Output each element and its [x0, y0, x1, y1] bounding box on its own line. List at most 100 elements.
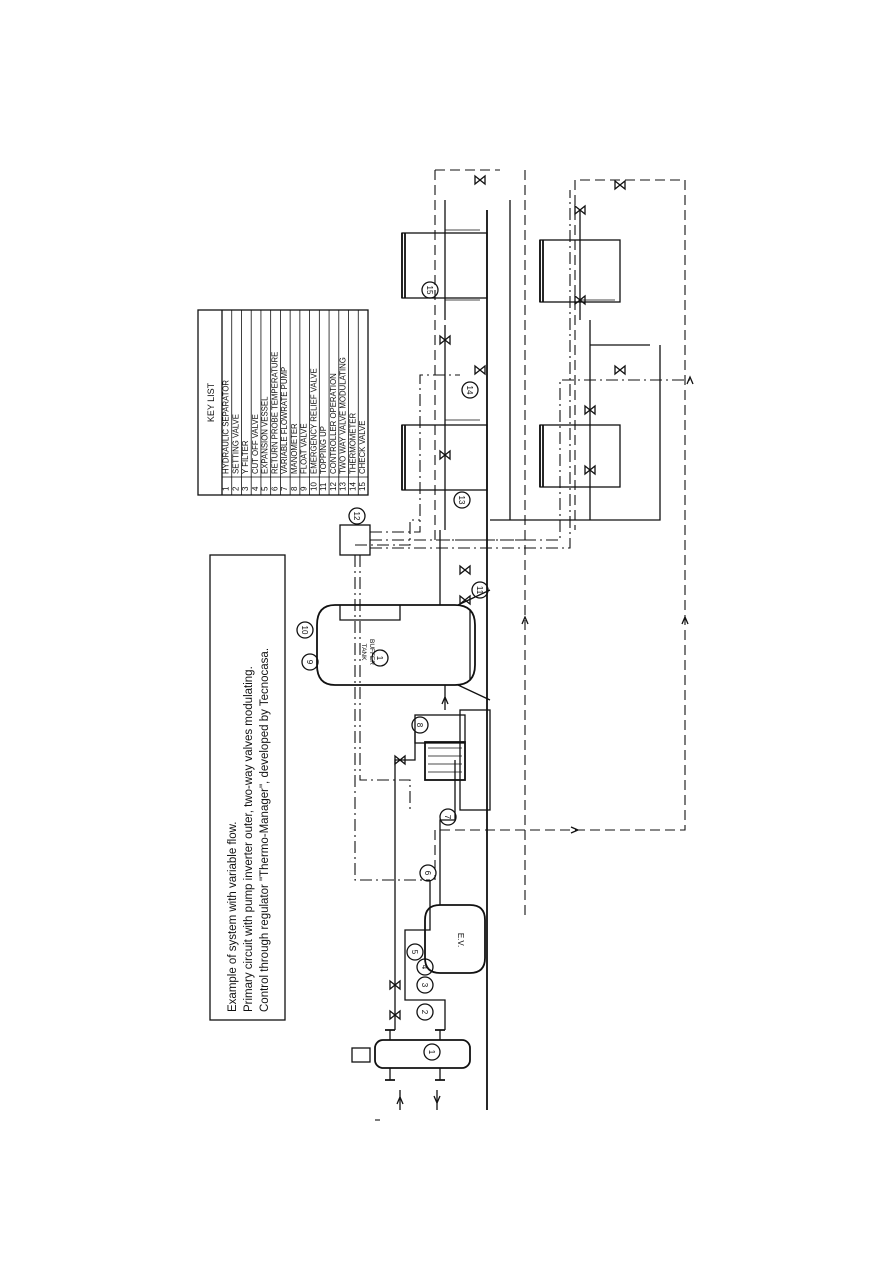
pipe-segment: [434, 180, 686, 880]
pipe-segment: [580, 424, 615, 488]
callout-number: 12: [352, 512, 361, 521]
valve-icon: [439, 334, 451, 346]
buffer-tank-body: [316, 604, 476, 686]
key-list-label: VARIABLE FLOWRATE PUMP: [280, 367, 289, 474]
unit-4-casing: [539, 424, 621, 488]
key-list-number: 8: [290, 486, 299, 491]
key-list-number: 12: [329, 482, 338, 491]
key-list-label: EMERGENCY RELIEF VALVE: [309, 368, 318, 474]
callout-circle: [423, 1043, 441, 1061]
key-list-label: RETURN PROBE TEMPERATURE: [270, 352, 279, 474]
key-list-number: 5: [261, 486, 270, 491]
key-list-label: CHECK VALVE: [358, 421, 367, 474]
hydraulic-separator: [351, 1029, 471, 1081]
callout-number: 14: [465, 386, 474, 395]
pipe-segment: [404, 880, 446, 1030]
valve-icon: [459, 564, 471, 576]
pipe-segment: [434, 170, 526, 920]
valve-icon: [474, 174, 486, 186]
key-list-number: 6: [270, 486, 279, 491]
buffer-tank-label-2: TANK: [360, 644, 367, 662]
piping: [339, 169, 694, 1121]
separator-air-vent: [351, 1047, 371, 1063]
key-list-number: 7: [280, 486, 289, 491]
separator-body: [374, 1039, 471, 1069]
key-list-label: EXPANSION VESSEL: [261, 396, 270, 474]
callout-number: 15: [425, 286, 434, 295]
valve-icon: [574, 204, 586, 216]
callout-number: 8: [415, 723, 424, 728]
callout-number: 1: [427, 1050, 436, 1055]
valve-icon: [474, 364, 486, 376]
pipe-segment: [339, 605, 401, 621]
callout-number: 3: [420, 983, 429, 988]
key-list-label: SETTING VALVE: [231, 414, 240, 474]
pump-motor-fins: [428, 747, 462, 773]
valve-icon: [439, 449, 451, 461]
valve-icon: [614, 179, 626, 191]
pipe-segment: [439, 760, 456, 905]
callout-number: 7: [443, 815, 452, 820]
key-list-number: 11: [319, 482, 328, 491]
callout-circle: [416, 958, 434, 976]
valve-icon: [389, 979, 401, 991]
pipe-segment: [370, 190, 571, 549]
note-line-3: Control through regulator "Thermo-Manage…: [259, 648, 271, 1012]
callout-number: 1: [375, 656, 384, 661]
callout-number: 6: [423, 871, 432, 876]
key-list-number: 4: [251, 486, 260, 491]
variable-flowrate-pump: [414, 709, 491, 811]
pipe-segment: [370, 374, 460, 533]
expansion-vessel: E.V.: [424, 904, 486, 974]
pipe-segment: [445, 229, 480, 301]
key-list-label: MANOMETER: [290, 423, 299, 474]
callout-number: 13: [457, 496, 466, 505]
key-list-number: 3: [241, 486, 250, 491]
flow-arrow: [521, 615, 529, 625]
key-list-label: THERMOMETER: [348, 413, 357, 474]
separator-nozzles: [389, 1030, 441, 1080]
callout-circle: [296, 621, 314, 639]
pipe-segment: [359, 555, 411, 810]
buffer-tank-legs: [457, 589, 491, 701]
pump-motor: [424, 741, 466, 781]
pipe-segment: [354, 555, 430, 881]
terminal-unit-2: [401, 424, 488, 491]
flow-arrow: [570, 826, 580, 834]
callout-circle: [416, 1003, 434, 1021]
pipe-segment: [490, 345, 661, 521]
valve-icon: [574, 294, 586, 306]
key-list-label: TWO WAY VALVE MODULATING: [339, 357, 348, 474]
callout-circle: [301, 653, 319, 671]
callout-number: 9: [305, 660, 314, 665]
flow-arrow: [433, 1095, 441, 1105]
callout-circle: [421, 281, 439, 299]
key-list-number: 13: [339, 482, 348, 491]
flow-arrow: [686, 375, 694, 385]
pump-body: [414, 714, 466, 744]
flow-arrow: [441, 695, 449, 705]
note-border: [209, 554, 286, 1021]
callout-circle: [439, 808, 457, 826]
callout-number: 10: [300, 626, 309, 635]
key-list-label: CUT OFF VALVE: [251, 414, 260, 474]
separator-flanges: [385, 1029, 445, 1081]
key-list-title: KEY LIST: [206, 382, 216, 422]
expansion-vessel-body: [424, 904, 486, 974]
callout-circle: [461, 381, 479, 399]
callout-circle: [411, 716, 429, 734]
callout-circle: [453, 491, 471, 509]
pump-base: [459, 709, 491, 811]
terminal-unit-3: [539, 239, 621, 303]
key-list-label: TOPPING UP: [319, 426, 328, 474]
key-list-number: 10: [309, 482, 318, 491]
valve-icon: [584, 464, 596, 476]
callout-circle: [471, 581, 489, 599]
valve-icon: [394, 754, 406, 766]
valve-icon: [614, 364, 626, 376]
pipe-segment: [580, 239, 615, 301]
